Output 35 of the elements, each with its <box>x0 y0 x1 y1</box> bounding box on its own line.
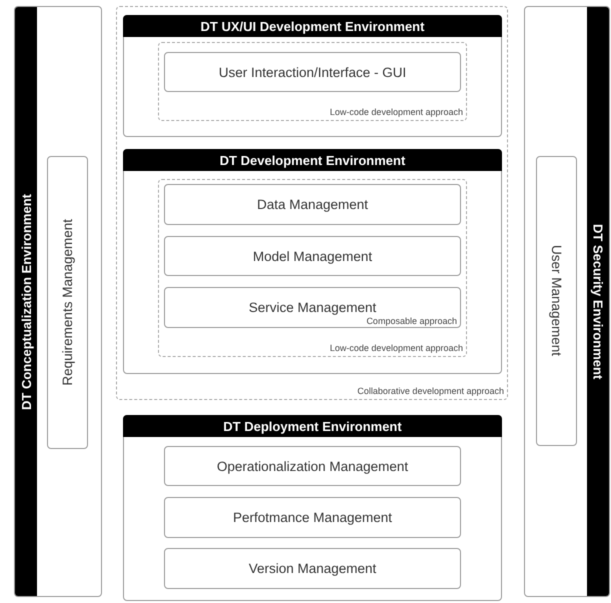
module-label: Version Management <box>248 561 376 576</box>
module-box <box>164 236 461 276</box>
module-label: Perfotmance Management <box>232 510 392 525</box>
module-box <box>164 287 461 328</box>
module-label: User Management <box>549 245 564 357</box>
module-label: Model Management <box>252 248 372 264</box>
environment-panel <box>524 6 610 597</box>
module-label: User Interaction/Interface - GUI <box>218 64 406 80</box>
environment-title-bar: DT UX/UI Development Environment <box>123 15 502 37</box>
module-box <box>164 184 461 225</box>
environment-panel <box>14 6 102 597</box>
environment-title-bar: DT Deployment Environment <box>123 415 502 437</box>
approach-label: Collaborative development approach <box>357 386 504 396</box>
environment-box <box>123 415 502 601</box>
module-box <box>47 156 88 449</box>
module-box <box>164 446 461 486</box>
module-label: Data Management <box>256 197 368 212</box>
module-box <box>164 497 461 538</box>
approach-region <box>116 6 508 400</box>
module-label: Operationalization Management <box>216 458 408 474</box>
approach-label: Low-code development approach <box>330 343 463 353</box>
module-box <box>536 156 577 446</box>
approach-region <box>158 42 467 121</box>
environment-box <box>123 15 502 137</box>
environment-box <box>123 149 502 374</box>
approach-label: Low-code development approach <box>330 107 463 117</box>
module-box <box>164 548 461 589</box>
module-box <box>164 52 461 92</box>
panel-title-bar: DT Conceptualization Environment <box>15 7 37 596</box>
module-label: Service Management <box>248 300 376 315</box>
approach-label: Composable approach <box>366 316 457 326</box>
approach-region <box>158 179 467 357</box>
panel-title-bar: DT Security Environment <box>587 7 609 596</box>
module-label: Requirements Management <box>60 219 75 386</box>
environment-title-bar: DT Development Environment <box>123 149 502 171</box>
